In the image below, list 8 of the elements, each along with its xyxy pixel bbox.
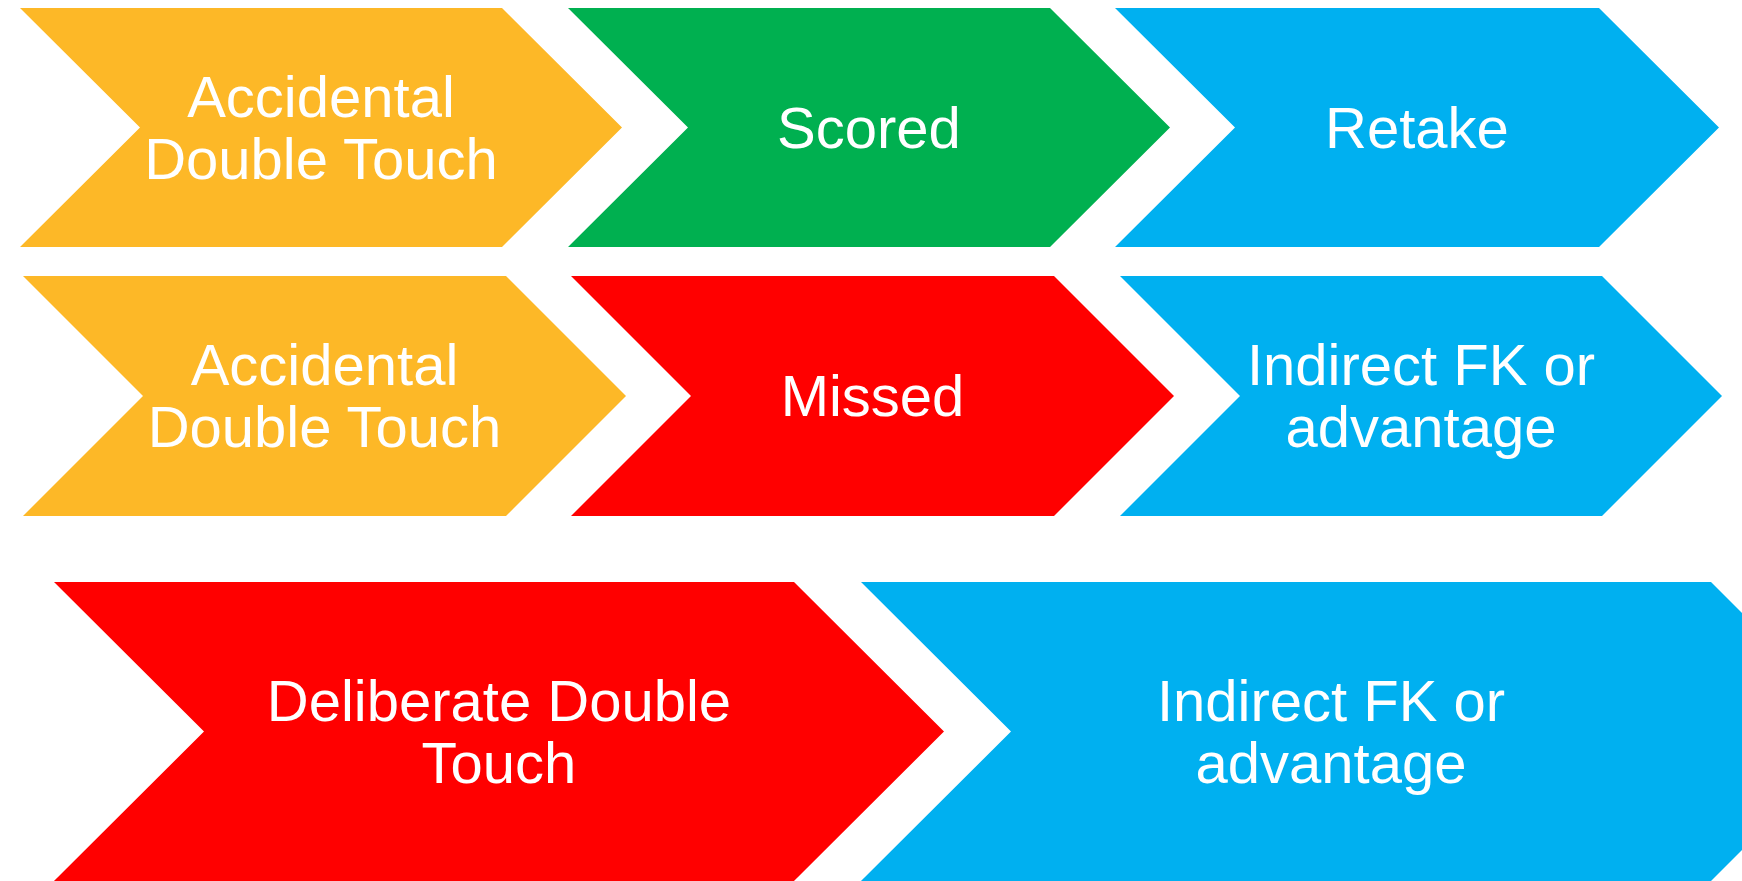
step-label: Missed bbox=[779, 365, 966, 427]
step-label: Indirect FK or advantage bbox=[1245, 333, 1597, 459]
step-label: Accidental Double Touch bbox=[146, 333, 503, 459]
step-label: Accidental Double Touch bbox=[143, 65, 499, 190]
step-label: Indirect FK or advantage bbox=[1155, 669, 1507, 794]
step-label: Retake bbox=[1324, 96, 1510, 159]
step-label: Deliberate Double Touch bbox=[265, 669, 733, 794]
step-label: Scored bbox=[776, 96, 962, 159]
